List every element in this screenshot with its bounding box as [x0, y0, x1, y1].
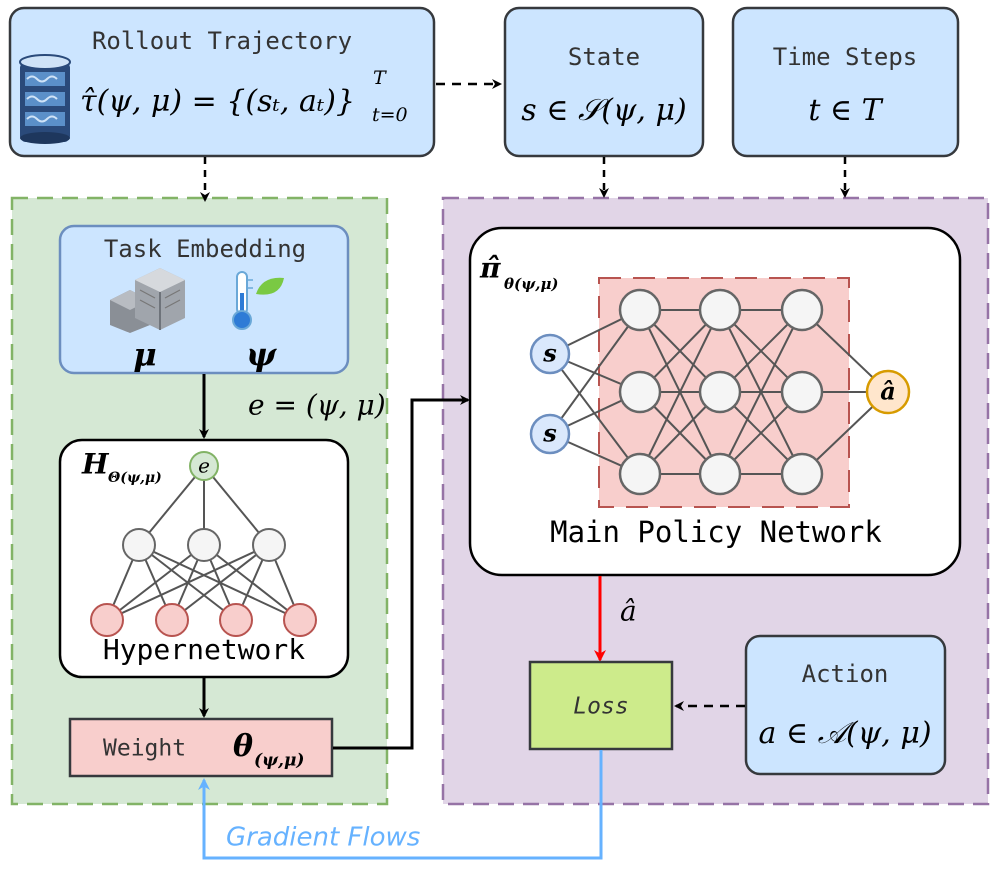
database-icon — [19, 54, 71, 144]
time-steps-title: Time Steps — [773, 43, 918, 71]
rollout-title: Rollout Trajectory — [92, 27, 352, 55]
hypernetwork-edge — [106, 544, 270, 621]
hypernetwork-output-node — [283, 603, 317, 637]
policy-hidden-node — [780, 288, 824, 332]
loss-label: Loss — [573, 694, 628, 720]
rollout-formula-sup: T — [373, 67, 387, 89]
hypernetwork-box: H Θ(ψ,μ) e Hypernetwork — [58, 438, 350, 679]
policy-hidden-node — [698, 452, 742, 496]
rollout-formula: τ̂(ψ, μ) = {(sₜ, aₜ)} — [80, 84, 355, 119]
hypernetwork-input-node — [189, 451, 219, 481]
hypernetwork-output-node — [155, 603, 189, 637]
rollout-trajectory-box: Rollout Trajectory τ̂(ψ, μ) = {(sₜ, aₜ)}… — [8, 6, 436, 158]
hypernetwork-hidden-node — [252, 528, 286, 562]
policy-hidden-node — [618, 370, 662, 414]
policy-edge — [549, 309, 641, 435]
predicted-action-label: â — [620, 595, 637, 628]
task-psi-symbol: ψ — [246, 336, 277, 374]
hypernetwork-name: Hypernetwork — [103, 633, 305, 666]
loss-box: Loss — [528, 660, 674, 751]
arrow-weight-to-policy — [333, 395, 470, 750]
state-formula: s ∈ 𝒮(ψ, μ) — [521, 93, 686, 128]
weight-box: Weight θ (ψ,μ) — [68, 717, 334, 778]
hypernetwork-label-sub: Θ(ψ,μ) — [108, 470, 162, 486]
policy-network-graph: s s â — [529, 288, 911, 496]
action-formula: a ∈ 𝒜(ψ, μ) — [758, 716, 931, 751]
policy-network-box: π̂ θ(ψ,μ) s s â Main Policy Network — [468, 226, 962, 577]
weight-symbol: θ — [233, 729, 253, 764]
hypernetwork-output-node — [90, 603, 124, 637]
policy-input-node-label: s — [542, 419, 557, 448]
state-title: State — [568, 43, 640, 71]
policy-hidden-node — [698, 370, 742, 414]
policy-hidden-node — [780, 452, 824, 496]
policy-input-node — [529, 413, 571, 455]
hypernetwork-hidden-node — [122, 528, 156, 562]
hypernetwork-edge — [171, 544, 270, 621]
rollout-formula-sub: t=0 — [372, 104, 408, 126]
action-title: Action — [802, 660, 889, 688]
hypernetwork-edge — [106, 544, 205, 621]
gradient-flow-label: Gradient Flows — [226, 823, 420, 853]
policy-label-sub: θ(ψ,μ) — [504, 275, 559, 293]
hypernetwork-output-node — [219, 603, 253, 637]
weight-label: Weight — [103, 736, 186, 762]
hypernetwork-hidden-node — [187, 528, 221, 562]
policy-output-node-label: â — [880, 377, 896, 406]
task-mu-symbol: μ — [133, 336, 156, 374]
policy-label-main: π̂ — [479, 252, 501, 285]
policy-edge — [639, 309, 721, 475]
policy-hidden-node — [698, 288, 742, 332]
hypernetwork-edge — [138, 465, 205, 546]
policy-hidden-node — [618, 452, 662, 496]
task-embedding-box: Task Embedding μ ψ — [58, 224, 350, 375]
policy-hidden-node — [618, 288, 662, 332]
policy-input-node-label: s — [542, 339, 557, 368]
weight-symbol-sub: (ψ,μ) — [254, 751, 304, 771]
gradient-flow-arrow — [198, 750, 603, 860]
time-steps-formula: t ∈ T — [808, 93, 883, 128]
action-box: Action a ∈ 𝒜(ψ, μ) — [744, 634, 947, 776]
policy-hidden-node — [780, 370, 824, 414]
state-box: State s ∈ 𝒮(ψ, μ) — [503, 6, 705, 158]
policy-edge — [719, 309, 803, 475]
hypernetwork-edge — [203, 465, 270, 546]
policy-input-node — [529, 333, 571, 375]
hypernetwork-input-node-label: e — [198, 454, 210, 478]
policy-network-name: Main Policy Network — [550, 515, 882, 549]
embedding-label: e = (ψ, μ) — [248, 389, 386, 422]
hypernetwork-label-main: H — [81, 448, 110, 481]
hypernetwork-graph: e — [90, 451, 317, 637]
thermometer-icon — [232, 271, 284, 330]
task-embedding-title: Task Embedding — [104, 235, 306, 263]
policy-output-node — [865, 369, 911, 415]
building-icon — [110, 268, 185, 333]
time-steps-box: Time Steps t ∈ T — [731, 6, 960, 158]
